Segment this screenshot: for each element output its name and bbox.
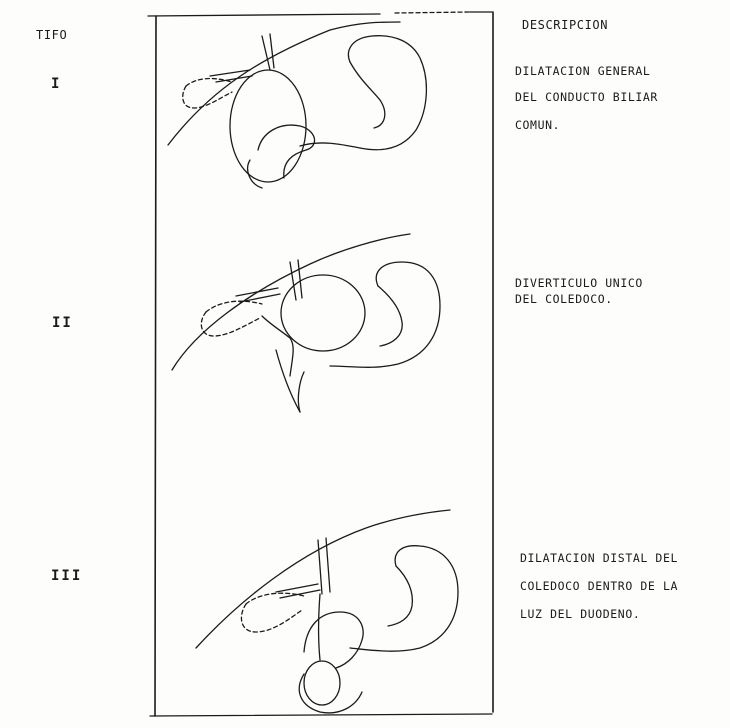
left-column-divider [155,16,156,716]
bottom-rule [150,714,492,716]
duodenum-outline-2 [330,262,440,367]
lower-curve-3 [299,674,362,713]
choledochocele-3 [304,661,340,705]
duodenal-loop-3 [304,612,363,668]
hepatic-ducts-3 [276,538,330,598]
table-rules [148,12,493,716]
type-2-diagram [172,234,440,412]
gallbladder-2 [201,312,260,336]
liver-outline-2 [172,234,410,370]
duodenum-inner-1 [350,62,385,128]
top-rule-left [148,14,380,16]
common-duct-2 [262,316,293,376]
duodenum-outline-3 [350,546,458,651]
dilated-duct-1 [230,70,306,182]
lower-curve-1 [248,160,262,188]
gallbladder-top-2 [206,301,262,312]
lower-curve-2 [276,350,300,412]
pancreatic-duct-2 [298,372,304,412]
gallbladder-1 [183,86,232,108]
type-3-diagram [196,510,458,713]
gallbladder-3 [241,604,302,632]
gallbladder-top-1 [186,79,232,86]
type-1-diagram [168,22,426,188]
common-duct-3 [319,594,321,660]
duodenum-inner-2 [378,286,402,346]
diverticulum-highlight-2 [306,292,342,324]
top-rule-dashed [395,12,470,13]
liver-outline-3 [196,510,450,648]
duodenum-inner-3 [388,566,412,626]
duodenum-outline-1 [300,36,426,150]
hepatic-ducts-2 [236,260,302,302]
